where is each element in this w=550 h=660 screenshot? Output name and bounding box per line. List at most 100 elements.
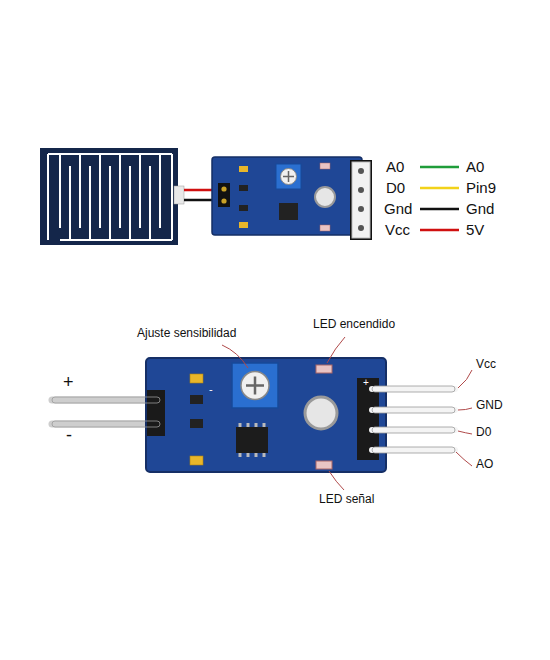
smd-component (190, 395, 203, 404)
header-pin (358, 187, 364, 193)
pin-name: Vcc (476, 358, 496, 372)
input-pin-outline (52, 397, 160, 404)
potentiometer-knob (281, 169, 297, 185)
output-pin (372, 386, 455, 392)
input-header (218, 183, 230, 207)
plate-trace (89, 166, 91, 240)
pin-outline (52, 397, 160, 403)
silkscreen-sign: + (363, 377, 369, 389)
polarity-sign: - (66, 425, 72, 446)
part-label: Ajuste sensibilidad (137, 327, 236, 341)
pin-outline (372, 407, 455, 413)
power-led (316, 365, 332, 373)
capacitor (305, 397, 337, 429)
pin-name: Gnd (466, 200, 494, 217)
pin-outline (372, 427, 455, 433)
comparator-chip (279, 203, 298, 220)
plate-trace (48, 153, 172, 155)
leader-lines (222, 337, 472, 490)
plate-trace (79, 154, 81, 228)
chip-leg (255, 423, 258, 427)
output-pin (372, 447, 455, 453)
chip-leg (247, 423, 250, 427)
plate-trace (159, 154, 161, 228)
output-pin (372, 407, 455, 413)
output-header (350, 160, 372, 240)
plate-trace (109, 166, 111, 240)
plate-terminal (174, 186, 184, 204)
sensor-module (212, 157, 362, 235)
smd-component (239, 166, 248, 172)
header-pin (358, 168, 364, 174)
leader-line (329, 471, 344, 490)
plate-trace (47, 154, 49, 240)
plate-trace (59, 154, 61, 228)
potentiometer-knob (241, 372, 269, 400)
knob-cross (246, 377, 264, 395)
red-wire (420, 229, 459, 232)
plate-trace (60, 239, 172, 241)
plate-trace (139, 154, 141, 228)
plate-trace (99, 154, 101, 228)
chip-leg (255, 453, 258, 457)
leader-line (458, 431, 472, 434)
header-pin (221, 198, 226, 203)
leader-line (458, 408, 472, 410)
header-pin (358, 225, 364, 231)
smd-component (239, 205, 248, 211)
pin-name: Gnd (384, 200, 412, 217)
potentiometer (232, 363, 278, 408)
chip-leg (239, 423, 242, 427)
pin-name: Pin9 (466, 179, 496, 196)
plate-trace (149, 166, 151, 240)
pin-outline (372, 447, 455, 453)
chip-legs (240, 423, 264, 457)
pin-outline (372, 386, 455, 392)
output-pin (372, 427, 455, 433)
potentiometer (276, 164, 301, 189)
pin-name: D0 (386, 179, 405, 196)
rain-plate (40, 148, 178, 245)
leader-line (458, 370, 472, 388)
output-header-frame (352, 162, 370, 238)
capacitor (315, 187, 335, 207)
pin-name: AO (476, 458, 493, 472)
black-wire (420, 208, 459, 211)
smd-component (190, 419, 203, 428)
signal-led (320, 225, 330, 231)
pin-outlines (52, 386, 455, 453)
power-led (320, 163, 330, 169)
polarity-sign: + (63, 372, 74, 393)
green-wire (420, 166, 459, 169)
yellow-wire (420, 187, 459, 190)
pin-name: A0 (386, 158, 404, 175)
plate-traces (48, 154, 172, 240)
sensor-module (146, 358, 386, 472)
smd-component (190, 456, 203, 465)
pin-name: GND (476, 399, 503, 413)
chip-leg (263, 453, 266, 457)
pin-name: 5V (466, 221, 484, 238)
header-pin (221, 186, 226, 191)
pin-name: Vcc (385, 221, 410, 238)
smd-component (239, 222, 248, 228)
plate-trace (69, 166, 71, 240)
part-label: LED encendido (313, 318, 395, 332)
plate-trace (119, 154, 121, 228)
leader-line (222, 345, 248, 368)
part-label: LED señal (319, 493, 374, 507)
smd-component (190, 374, 203, 383)
chip-leg (239, 453, 242, 457)
chip-leg (247, 453, 250, 457)
signal-led (316, 461, 332, 469)
silkscreen-sign: - (209, 383, 213, 396)
header-pin (358, 206, 364, 212)
leader-line (327, 337, 345, 363)
plate-trace (171, 154, 173, 240)
knob-cross (283, 171, 294, 182)
pin-name: A0 (466, 158, 484, 175)
comparator-chip (236, 427, 268, 453)
chip-leg (263, 423, 266, 427)
